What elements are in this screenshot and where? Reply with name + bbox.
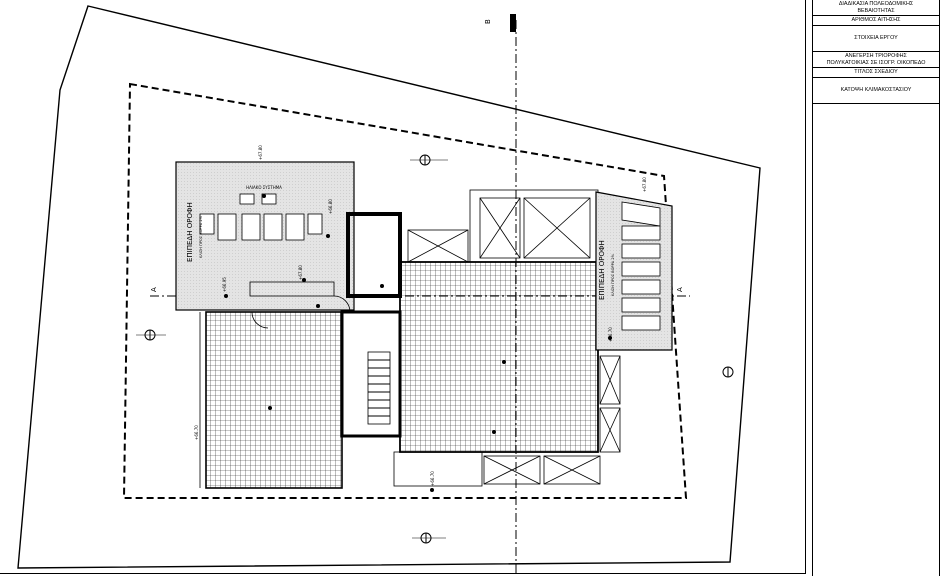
elevation-label-3: +67.80 xyxy=(642,177,647,192)
floor-plan-drawing: Β Α Α ΗΛΙΑΚΟ ΣΥΣΤΗΜΑ ΕΠΙΠΕΔΗ ΟΡΟΦΗ ΚΛΙΣΗ… xyxy=(17,5,761,576)
project-description-row: ΑΝΕΓΕΡΣΗ ΤΡΙΟΡΟΦΗΣ ΠΟΛΥΚΑΤΟΙΚΙΑΣ ΣΕ ΙΣΟΓ… xyxy=(813,52,939,68)
stair-core xyxy=(249,212,402,438)
application-number-row: ΑΡΙΘΜΟΣ ΑΙΤΗΣΗΣ xyxy=(813,16,939,26)
title-block: ΔΙΑΔΙΚΑΣΙΑ ΠΟΛΕΟΔΟΜΙΚΗΣ ΒΕΒΑΙΟΤΗΤΑΣ ΑΡΙΘ… xyxy=(812,0,940,576)
elevation-label-6: +66.70 xyxy=(608,327,613,342)
project-description-line-2: ΠΟΛΥΚΑΤΟΙΚΙΑΣ ΣΕ ΙΣΟΓΡ. ΟΙΚΟΠΕΔΟ xyxy=(826,59,926,66)
right-roof-label: ΕΠΙΠΕΔΗ ΟΡΟΦΗ xyxy=(598,240,606,300)
section-a-label-left: Α xyxy=(150,287,158,292)
solar-panels-right xyxy=(621,201,661,331)
survey-marker-left xyxy=(136,329,166,341)
drawing-title-row: ΚΑΤΟΨΗ ΚΛΙΜΑΚΟΣΤΑΣΙΟΥ xyxy=(813,78,939,104)
procedure-line-1: ΔΙΑΔΙΚΑΣΙΑ ΠΟΛΕΟΔΟΜΙΚΗΣ xyxy=(838,1,914,8)
elevation-label-7: +66.70 xyxy=(194,425,199,440)
section-b-label: Β xyxy=(484,19,492,24)
elevation-label-4: +66.95 xyxy=(222,277,227,292)
left-terrace xyxy=(205,311,343,489)
drawing-title: ΚΑΤΟΨΗ ΚΛΙΜΑΚΟΣΤΑΣΙΟΥ xyxy=(840,87,912,94)
procedure-row: ΔΙΑΔΙΚΑΣΙΑ ΠΟΛΕΟΔΟΜΙΚΗΣ ΒΕΒΑΙΟΤΗΤΑΣ xyxy=(813,0,939,16)
project-details-label: ΣΤΟΙΧΕΙΑ ΕΡΓΟΥ xyxy=(854,35,898,42)
left-roof-sublabel: ΚΛΙΣΗ ΠΡΟΣ ΒΟΡΡΑ 2% xyxy=(199,215,203,258)
left-roof-label: ΕΠΙΠΕΔΗ ΟΡΟΦΗ xyxy=(186,202,194,262)
drawing-title-label: ΤΙΤΛΟΣ ΣΧΕΔΙΟΥ xyxy=(854,69,898,76)
section-a-label-right: Α xyxy=(676,287,684,292)
drawing-title-label-row: ΤΙΤΛΟΣ ΣΧΕΔΙΟΥ xyxy=(813,68,939,78)
solar-panels-label: ΗΛΙΑΚΟ ΣΥΣΤΗΜΑ xyxy=(246,185,282,190)
elevation-label-8: +66.70 xyxy=(430,471,435,486)
project-description-line-1: ΑΝΕΓΕΡΣΗ ΤΡΙΟΡΟΦΗΣ xyxy=(845,53,907,60)
light-wells xyxy=(393,189,621,487)
survey-marker-bottom xyxy=(412,532,446,544)
solar-panels-left xyxy=(199,193,323,241)
right-roof-sublabel: ΚΛΙΣΗ ΠΡΟΣ ΒΟΡΡΑ 2% xyxy=(611,253,615,296)
right-terrace xyxy=(399,261,599,453)
survey-marker-right xyxy=(722,366,734,378)
section-b-marker xyxy=(510,14,516,32)
survey-marker-top xyxy=(410,154,448,166)
project-details-row: ΣΤΟΙΧΕΙΑ ΕΡΓΟΥ xyxy=(813,26,939,52)
elevation-label-1: +67.80 xyxy=(258,145,263,160)
plot-boundary xyxy=(17,5,761,569)
level-points xyxy=(224,194,612,492)
application-number-label: ΑΡΙΘΜΟΣ ΑΙΤΗΣΗΣ xyxy=(851,17,901,24)
building-setback-line xyxy=(122,82,688,499)
elevation-label-5: +67.80 xyxy=(298,265,303,280)
procedure-line-2: ΒΕΒΑΙΟΤΗΤΑΣ xyxy=(857,7,895,14)
elevation-label-2: +66.80 xyxy=(328,199,333,214)
